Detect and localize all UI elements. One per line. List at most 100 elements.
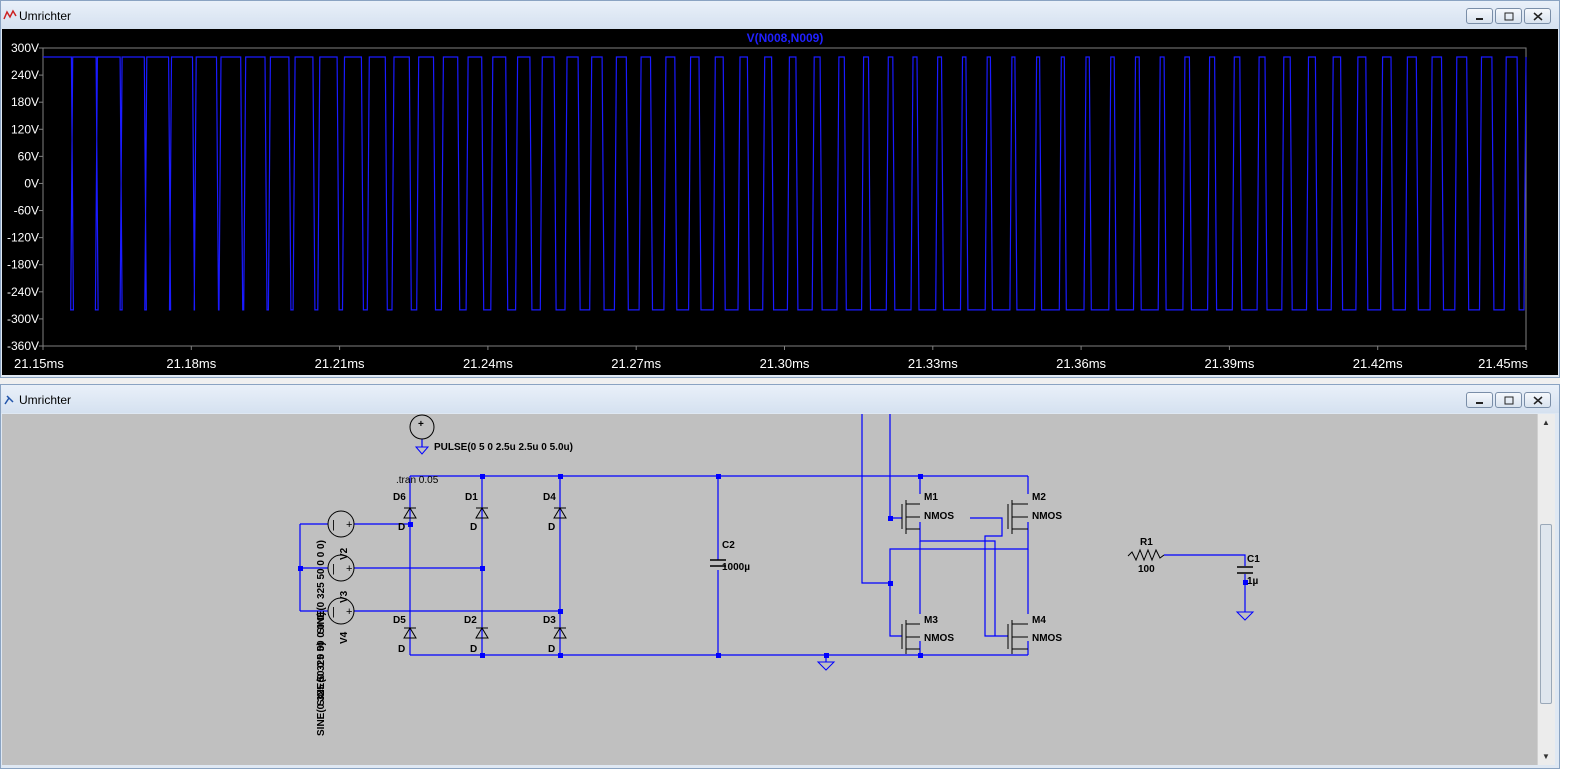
y-tick-label: 60V	[18, 149, 39, 163]
m4-model: NMOS	[1032, 633, 1062, 644]
m2-model: NMOS	[1032, 511, 1062, 522]
schematic-vertical-scrollbar[interactable]: ▲ ▼	[1537, 414, 1555, 765]
pulse-voltage-source[interactable]: + PULSE(0 5 0 2.5u 2.5u 0 5.0u)	[409, 414, 573, 455]
v4-label[interactable]: V4	[339, 631, 350, 644]
x-tick-label: 21.21ms	[315, 356, 365, 371]
d3-model: D	[548, 644, 555, 655]
c1-value[interactable]: 1µ	[1247, 576, 1259, 587]
c1-label[interactable]: C1	[1247, 554, 1260, 565]
waveform-plot[interactable]: V(N008,N009) 300V 240V 180V 120V 60V 0V -60V -1…	[2, 29, 1558, 375]
y-tick-label: -60V	[14, 204, 39, 218]
sine-value-v2[interactable]: SINE(0 325 50 0 0 0)	[316, 540, 327, 634]
tran-directive[interactable]: .tran 0.05	[396, 475, 439, 486]
trace-label[interactable]: V(N008,N009)	[747, 31, 824, 45]
x-tick-label: 21.30ms	[760, 356, 810, 371]
x-tick-label: 21.15ms	[14, 356, 64, 371]
capacitor-c1[interactable]: C1 1µ	[1235, 554, 1260, 621]
capacitor-c2[interactable]: C2 1000µ	[710, 540, 750, 573]
minimize-icon	[1476, 402, 1483, 404]
sine-sources[interactable]	[327, 510, 355, 625]
d6-label[interactable]: D6	[393, 492, 406, 503]
junction-dots	[298, 474, 1248, 658]
r1-value[interactable]: 100	[1138, 564, 1155, 575]
d1-model: D	[470, 522, 477, 533]
close-icon	[1533, 12, 1543, 21]
y-tick-label: 0V	[24, 176, 39, 190]
v2-label[interactable]: V2	[339, 547, 350, 560]
x-tick-label: 21.36ms	[1056, 356, 1106, 371]
x-tick-label: 21.45ms	[1478, 356, 1528, 371]
scroll-down-icon[interactable]: ▼	[1542, 752, 1550, 761]
y-tick-label: 180V	[11, 95, 39, 109]
ground-icon	[1235, 611, 1255, 621]
svg-text:|: |	[332, 519, 335, 531]
d2-label[interactable]: D2	[464, 615, 477, 626]
schematic-titlebar[interactable]: Umrichter	[1, 385, 1559, 413]
d1-label[interactable]: D1	[465, 492, 478, 503]
close-button[interactable]	[1524, 392, 1551, 408]
y-tick-label: -360V	[7, 339, 39, 353]
pulse-source-value[interactable]: PULSE(0 5 0 2.5u 2.5u 0 5.0u)	[434, 442, 573, 453]
r1-label[interactable]: R1	[1140, 537, 1153, 548]
y-tick-label: -180V	[7, 258, 39, 272]
x-tick-label: 21.24ms	[463, 356, 513, 371]
d4-label[interactable]: D4	[543, 492, 556, 503]
x-tick-label: 21.27ms	[611, 356, 661, 371]
d6-model: D	[398, 522, 405, 533]
m3-label[interactable]: M3	[924, 615, 938, 626]
minimize-icon	[1476, 18, 1483, 20]
diodes[interactable]	[403, 507, 567, 639]
y-tick-label: 300V	[11, 41, 39, 55]
x-tick-label: 21.33ms	[908, 356, 958, 371]
svg-text:+: +	[346, 519, 352, 531]
resistor-r1[interactable]: R1 100	[1127, 537, 1165, 575]
svg-text:+: +	[346, 606, 352, 618]
mosfets[interactable]	[901, 500, 1028, 654]
d2-model: D	[470, 644, 477, 655]
restore-button[interactable]	[1495, 8, 1522, 24]
svg-text:|: |	[332, 606, 335, 618]
ground-icon	[414, 446, 430, 455]
waveform-chart[interactable]: V(N008,N009) 300V 240V 180V 120V 60V 0V -60V -1…	[2, 29, 1558, 375]
x-tick-label: 21.42ms	[1353, 356, 1403, 371]
m2-label[interactable]: M2	[1032, 492, 1046, 503]
waveform-window: Umrichter V(N008,N009) 300V 240V 180V 120V 6…	[0, 0, 1560, 378]
svg-text:+: +	[346, 563, 352, 575]
m3-model: NMOS	[924, 633, 954, 644]
svg-text:|: |	[332, 563, 335, 575]
waveform-app-icon	[3, 9, 17, 20]
schematic-window: Umrichter	[0, 384, 1560, 769]
m1-model: NMOS	[924, 511, 954, 522]
waveform-window-title: Umrichter	[19, 9, 72, 23]
scroll-up-icon[interactable]: ▲	[1542, 418, 1550, 427]
v3-label[interactable]: V3	[339, 590, 350, 603]
sine-value-v4[interactable]: SINE(0 325 50 0 0 0)	[316, 642, 327, 736]
ground-icon	[816, 661, 836, 671]
schematic-app-icon	[4, 395, 14, 405]
desktop-background	[1560, 0, 1589, 769]
c2-value[interactable]: 1000µ	[722, 562, 750, 573]
minimize-button[interactable]	[1466, 392, 1493, 408]
svg-text:+: +	[418, 419, 424, 430]
c2-label[interactable]: C2	[722, 540, 735, 551]
scrollbar-thumb[interactable]	[1540, 524, 1552, 704]
m1-label[interactable]: M1	[924, 492, 938, 503]
d4-model: D	[548, 522, 555, 533]
waveform-titlebar[interactable]: Umrichter	[1, 1, 1559, 29]
sine-value-v3[interactable]: SINE(0 325 50 0 0 0)	[316, 612, 327, 706]
m4-label[interactable]: M4	[1032, 615, 1046, 626]
y-tick-label: 120V	[11, 122, 39, 136]
schematic-canvas[interactable]: + PULSE(0 5 0 2.5u 2.5u 0 5.0u) .tran 0.…	[2, 414, 1537, 765]
close-button[interactable]	[1524, 8, 1551, 24]
minimize-button[interactable]	[1466, 8, 1493, 24]
d3-label[interactable]: D3	[543, 615, 556, 626]
close-icon	[1533, 396, 1543, 405]
y-tick-label: 240V	[11, 68, 39, 82]
restore-button[interactable]	[1495, 392, 1522, 408]
x-tick-label: 21.18ms	[166, 356, 216, 371]
d5-label[interactable]: D5	[393, 615, 406, 626]
restore-icon	[1504, 396, 1514, 405]
y-tick-label: -120V	[7, 231, 39, 245]
restore-icon	[1504, 12, 1514, 21]
waveform-trace[interactable]	[43, 56, 1527, 311]
